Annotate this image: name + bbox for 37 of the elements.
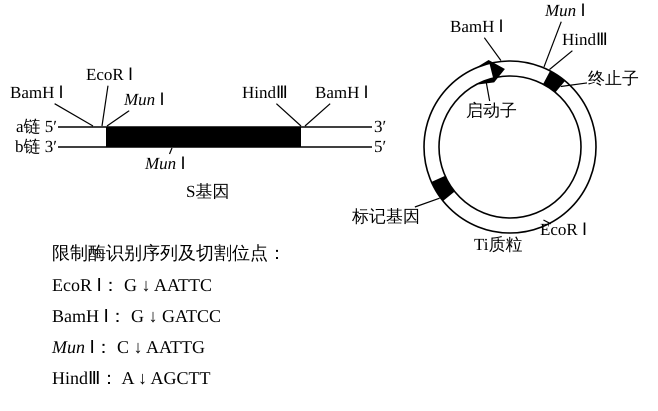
enzyme-site-label: EcoR Ⅰ [86, 66, 134, 85]
leader-line [54, 103, 94, 127]
enzyme-site-label: BamH Ⅰ [450, 18, 504, 37]
enzyme-site-label: Mun Ⅰ [145, 155, 186, 174]
leader-line [106, 110, 130, 126]
part-label: 标记基因 [352, 208, 420, 227]
cut-site-row: EcoR Ⅰ： G ↓ AATTC [52, 276, 212, 296]
cut-site-row: HindⅢ： A ↓ AGCTT [52, 369, 211, 389]
leader-line [414, 198, 440, 208]
strand-end-label: 3′ [374, 118, 386, 137]
leader-line [484, 37, 502, 61]
leader-line [543, 21, 562, 68]
enzyme-site-label: BamH Ⅰ [315, 84, 369, 103]
enzyme-site-label: HindⅢ [242, 84, 288, 103]
cut-site-row: BamH Ⅰ： G ↓ GATCC [52, 307, 222, 327]
strand-end-label: a链 5′ [16, 118, 58, 137]
plasmid-label: Ti质粒 [474, 236, 523, 255]
leader-line [543, 219, 552, 224]
enzyme-site-label: EcoR Ⅰ [540, 221, 588, 240]
strand-end-label: b链 3′ [15, 138, 57, 157]
cut-site-row: Mun Ⅰ： C ↓ AATTG [52, 338, 206, 358]
strand-end-label: 5′ [374, 138, 386, 157]
leader-line [560, 82, 588, 88]
leader-line [276, 103, 302, 126]
enzyme-site-label: BamH Ⅰ [10, 84, 64, 103]
enzyme-site-label: Mun Ⅰ [545, 2, 586, 21]
leader-line [485, 81, 490, 102]
leader-line [304, 103, 331, 126]
part-label: 启动子 [466, 102, 517, 121]
gene-label: S基因 [186, 183, 230, 202]
leader-line [549, 50, 573, 70]
leader-line [168, 148, 173, 154]
table-title: 限制酶识别序列及切割位点： [52, 244, 286, 264]
part-label: 终止子 [588, 70, 639, 89]
leader-line [101, 86, 109, 126]
enzyme-site-label: Mun Ⅰ [124, 91, 164, 110]
enzyme-site-label: HindⅢ [562, 31, 608, 50]
